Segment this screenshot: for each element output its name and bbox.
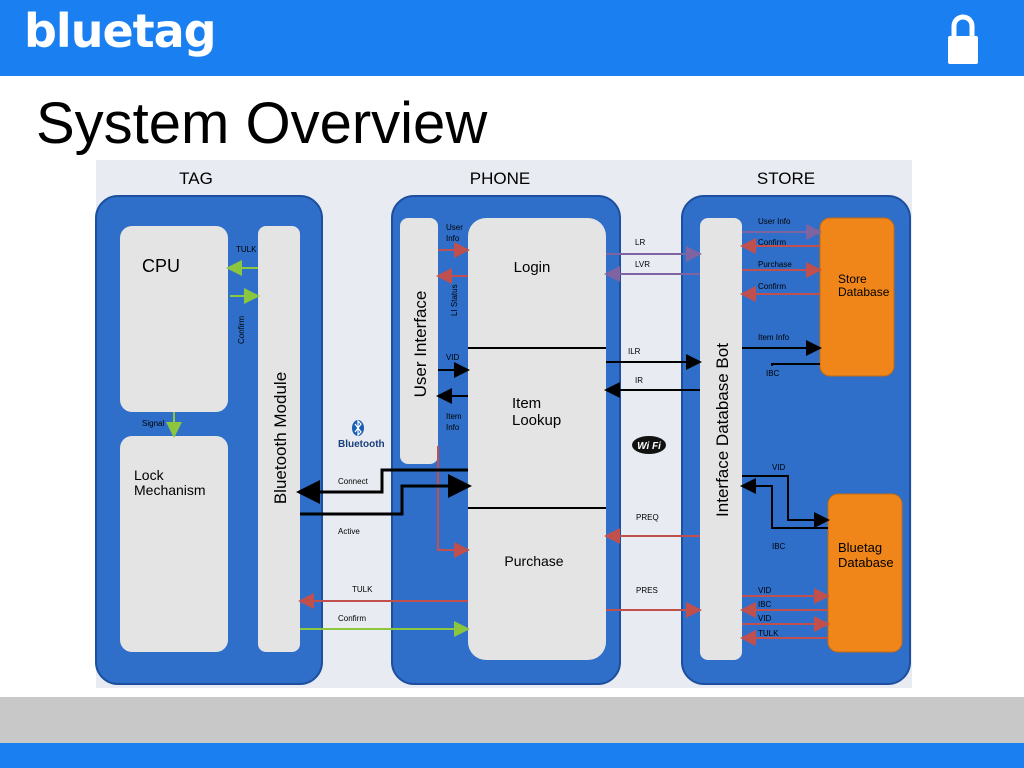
footer-gray-band (0, 697, 1024, 743)
user-interface-box (400, 218, 438, 464)
interface-bot-box (700, 218, 742, 660)
lvr-label: LVR (635, 260, 650, 269)
purchase-label: Purchase (504, 553, 563, 569)
wifi-logo-icon: Wi Fi (632, 436, 666, 454)
bluetooth-module-label: Bluetooth Module (271, 372, 290, 504)
confirm-label: Confirm (338, 614, 366, 623)
lock-label-2: Mechanism (134, 482, 206, 498)
connect-arrow (296, 468, 468, 504)
item-lookup-label-2: Lookup (512, 412, 561, 429)
bluetag-ibc-label: IBC (772, 542, 786, 551)
signal-label: Signal (142, 419, 164, 428)
store-item-info-label: Item Info (758, 333, 790, 342)
bluetag-logo: bluetag (24, 4, 217, 58)
active-label: Active (338, 527, 360, 536)
store-db-label-1: Store (838, 272, 867, 286)
store-purchase-label: Purchase (758, 260, 792, 269)
header-bar: bluetag (0, 0, 1024, 76)
item-lookup-label-1: Item (512, 395, 541, 412)
ibc-arrow-bluetag (740, 478, 828, 529)
cpu-label: CPU (142, 256, 180, 276)
slide-title: System Overview (36, 91, 488, 156)
lock-label-1: Lock (134, 467, 165, 483)
store-confirm-label-1: Confirm (758, 238, 786, 247)
pres-label: PRES (636, 586, 658, 595)
bluetag-db-label-1: Bluetag (838, 540, 882, 555)
bluetag-db-label-2: Database (838, 555, 894, 570)
cpu-box (120, 226, 228, 412)
footer-blue-band (0, 743, 1024, 768)
item-info-label-2: Info (446, 423, 460, 432)
preq-label: PREQ (636, 513, 659, 522)
bluetag-tulk-label: TULK (758, 629, 779, 638)
confirm-label-tag: Confirm (237, 316, 246, 344)
user-interface-label: User Interface (411, 291, 430, 398)
bluetag-vid-label-3: VID (758, 614, 772, 623)
column-title-phone: PHONE (470, 169, 530, 188)
tulk-label: TULK (352, 585, 373, 594)
bluetag-vid-label: VID (772, 463, 786, 472)
interface-bot-label: Interface Database Bot (713, 343, 732, 517)
connect-label: Connect (338, 477, 369, 486)
store-user-info-label: User Info (758, 217, 791, 226)
ui-to-purchase-arrow (437, 446, 470, 558)
bluetooth-logo-icon: Bluetooth (338, 419, 385, 450)
phone-process-box (468, 218, 606, 660)
ilr-label: ILR (628, 347, 641, 356)
tulk-label-tag: TULK (236, 245, 257, 254)
user-info-label-2: Info (446, 234, 460, 243)
store-database-box (819, 217, 895, 377)
vid-label-ui: VID (446, 353, 460, 362)
store-db-label-2: Database (838, 285, 890, 299)
bluetag-database-box (827, 493, 903, 653)
user-info-label-1: User (446, 223, 463, 232)
column-title-store: STORE (757, 169, 815, 188)
active-arrow (300, 474, 472, 516)
bluetag-vid-label-2: VID (758, 586, 772, 595)
bluetooth-logo-text: Bluetooth (338, 439, 385, 450)
bluetag-ibc-label-2: IBC (758, 600, 772, 609)
vid-arrow-bluetag (742, 475, 830, 528)
store-confirm-label-2: Confirm (758, 282, 786, 291)
lr-label: LR (635, 238, 645, 247)
column-title-tag: TAG (179, 169, 213, 188)
ir-label: IR (635, 376, 643, 385)
item-info-label-1: Item (446, 412, 462, 421)
bluetooth-module-box (258, 226, 300, 652)
li-status-label: LI Status (450, 284, 459, 316)
lock-mechanism-box (120, 436, 228, 652)
wifi-logo-text: Wi Fi (637, 441, 661, 452)
login-label: Login (514, 259, 551, 276)
store-ibc-label: IBC (766, 369, 780, 378)
padlock-icon (948, 14, 978, 64)
ibc-line-store (771, 363, 820, 366)
